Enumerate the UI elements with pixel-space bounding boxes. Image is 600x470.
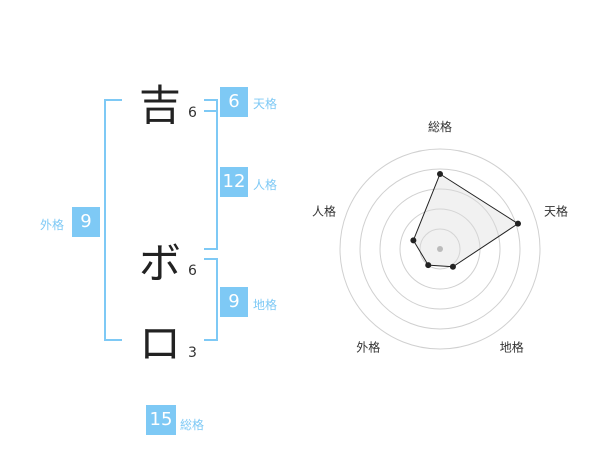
soukaku-value: 15 (146, 405, 176, 435)
jinkaku-bracket (204, 110, 218, 250)
radar-point-1 (514, 220, 521, 227)
gaikaku-bracket (104, 99, 122, 341)
radar-center-dot (437, 246, 443, 252)
radar-point-0 (437, 171, 443, 177)
radar-ring-2 (379, 188, 501, 310)
stroke-count-3: 3 (188, 345, 197, 361)
radar-axis-label-3: 外格 (356, 340, 380, 355)
chikaku-bracket (204, 258, 218, 341)
radar-axis-label-2: 地格 (500, 340, 524, 355)
soukaku-label: 総格 (180, 418, 205, 432)
jinkaku-value: 12 (220, 167, 248, 197)
tenkaku-value: 6 (220, 87, 248, 117)
radar-axis-label-4: 人格 (312, 203, 336, 218)
chikaku-label: 地格 (253, 298, 278, 312)
gaikaku-label: 外格 (40, 218, 65, 232)
radar-ring-0 (339, 148, 541, 350)
radar-point-4 (410, 237, 417, 244)
stroke-count-1: 6 (188, 105, 197, 121)
radar-axis-label-0: 総格 (428, 119, 452, 134)
name-char-3: ロ (138, 319, 181, 368)
name-char-1: 吉 (138, 81, 181, 130)
chikaku-value: 9 (220, 287, 248, 317)
name-char-2: ボ (138, 239, 181, 288)
jinkaku-label: 人格 (253, 178, 278, 192)
radar-data-polygon (412, 173, 519, 268)
tenkaku-label: 天格 (253, 97, 278, 111)
radar-point-3 (425, 262, 432, 269)
gaikaku-value: 9 (72, 207, 100, 237)
radar-point-2 (449, 263, 456, 270)
radar-ring-4 (419, 228, 461, 270)
radar-axis-label-1: 天格 (544, 203, 568, 218)
radar-ring-1 (359, 168, 521, 330)
stroke-count-2: 6 (188, 263, 197, 279)
tenkaku-bracket (204, 99, 218, 111)
